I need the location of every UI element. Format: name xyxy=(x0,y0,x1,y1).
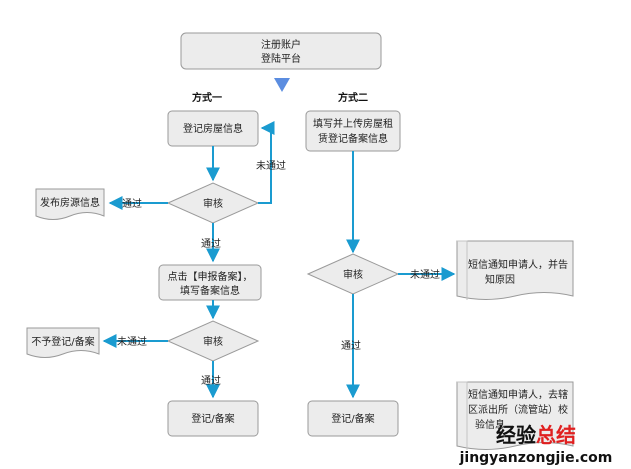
start-down-arrow xyxy=(274,78,290,92)
sms2-line1: 短信通知申请人，去辖 xyxy=(468,388,568,401)
review1-text: 审核 xyxy=(203,197,223,210)
pass2-label: 通过 xyxy=(201,237,221,250)
apply-box: 点击【申报备案】， 填写备案信息 xyxy=(158,264,262,301)
apply-line2: 填写备案信息 xyxy=(180,284,240,297)
publish-doc: 发布房源信息 xyxy=(35,188,105,220)
done1-text: 登记/备案 xyxy=(191,412,234,425)
done2-text: 登记/备案 xyxy=(331,412,374,425)
apply-line1: 点击【申报备案】， xyxy=(168,270,253,283)
upload-box: 填写并上传房屋租 赁登记备案信息 xyxy=(305,110,401,152)
reject-text: 不予登记/备案 xyxy=(31,335,94,348)
sms2-line2: 区派出所（流管站）校 xyxy=(468,403,568,416)
pass-m2-label: 通过 xyxy=(341,339,361,352)
review-m2-diamond: 审核 xyxy=(306,253,400,295)
upload-line2: 赁登记备案信息 xyxy=(318,132,388,145)
watermark-cn2: 总结 xyxy=(536,423,576,447)
watermark-pinyin: jingyanzongjie.com xyxy=(459,450,613,466)
done2-box: 登记/备案 xyxy=(307,400,399,437)
register-info-box: 登记房屋信息 xyxy=(167,110,259,147)
publish-text: 发布房源信息 xyxy=(40,196,100,209)
upload-line1: 填写并上传房屋租 xyxy=(313,117,393,130)
sms2-line3: 验信息 xyxy=(475,418,505,431)
arrow-review1-fail-loop xyxy=(258,121,275,204)
pass1-label: 通过 xyxy=(122,197,142,210)
sms-line2: 知原因 xyxy=(485,273,515,286)
watermark: 经验 总结 jingyanzongjie.com xyxy=(459,423,613,466)
review1-diamond: 审核 xyxy=(166,182,260,224)
review2-diamond: 审核 xyxy=(166,320,260,362)
fail-m2-label: 未通过 xyxy=(410,268,440,281)
watermark-cn1: 经验 xyxy=(496,423,536,447)
start-box: 注册账户 登陆平台 xyxy=(180,32,382,70)
start-line1: 注册账户 xyxy=(261,38,301,51)
fail1-label: 未通过 xyxy=(256,159,286,172)
sms-doc: 短信通知申请人，并告 知原因 xyxy=(456,240,574,300)
fail2-label: 未通过 xyxy=(117,335,147,348)
register-info-text: 登记房屋信息 xyxy=(183,122,243,135)
start-line2: 登陆平台 xyxy=(261,52,301,65)
reject-doc: 不予登记/备案 xyxy=(26,327,100,358)
review-m2-text: 审核 xyxy=(343,268,363,281)
method2-header: 方式二 xyxy=(338,91,368,104)
done1-box: 登记/备案 xyxy=(167,400,259,437)
sms-line1: 短信通知申请人，并告 xyxy=(468,258,568,271)
review2-text: 审核 xyxy=(203,335,223,348)
pass3-label: 通过 xyxy=(201,374,221,387)
method1-header: 方式一 xyxy=(192,91,222,104)
sms2-doc: 短信通知申请人，去辖 区派出所（流管站）校 验信息 xyxy=(456,381,574,450)
